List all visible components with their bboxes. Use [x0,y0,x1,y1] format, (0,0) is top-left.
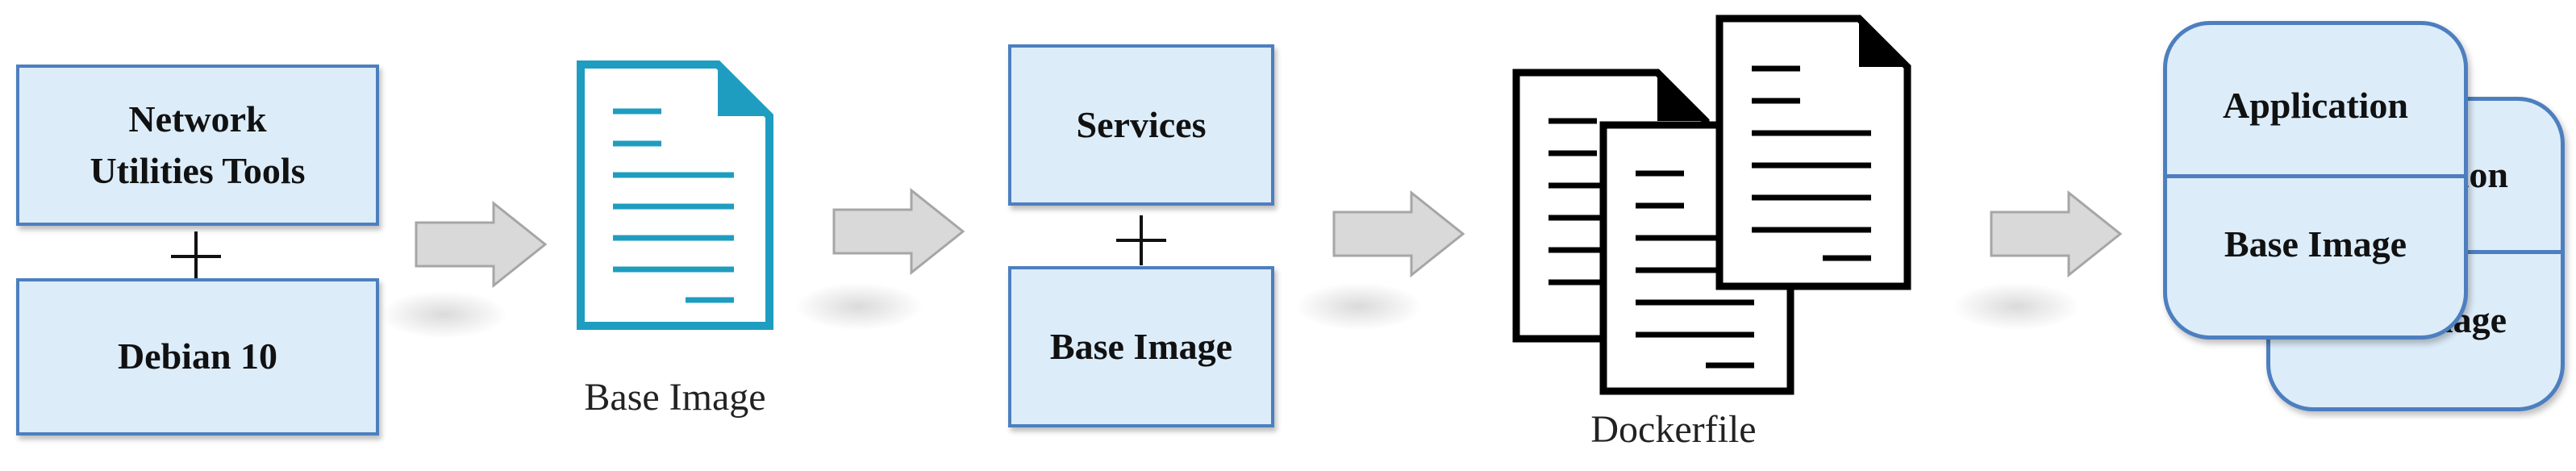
network-utilities-box: Network Utilities Tools [16,65,379,226]
plus-icon [171,231,221,281]
arrow-shadow [379,290,508,339]
container-front-bottom-label: Base Image [2224,223,2407,265]
container-front-top-label: Application [2222,85,2409,126]
debian-label: Debian 10 [117,336,278,377]
arrow-shadow [794,282,923,331]
arrow-shadow [1294,282,1423,331]
document-icon [577,60,773,330]
services-label: Services [1076,103,1207,145]
base-image-caption: Base Image [584,376,766,419]
arrow-right-icon [1990,190,2123,278]
container-front-divider [2163,174,2468,178]
plus-icon [1116,215,1166,265]
base-image-box: Base Image [1008,266,1274,427]
arrow-right-icon [832,187,965,276]
services-box: Services [1008,44,1274,206]
arrow-shadow [1952,282,2081,331]
debian-box: Debian 10 [16,278,379,436]
container-front [2163,21,2468,340]
document-front-right [1715,15,1911,290]
arrow-right-icon [1332,190,1465,278]
base-image-label: Base Image [1049,325,1233,367]
documents-stack-icon [1512,15,1911,395]
container-stack: Application Base Image Application Base … [2153,16,2573,419]
network-utilities-label: Network Utilities Tools [90,98,306,191]
dockerfile-caption: Dockerfile [1590,408,1757,451]
arrow-right-icon [415,200,548,289]
